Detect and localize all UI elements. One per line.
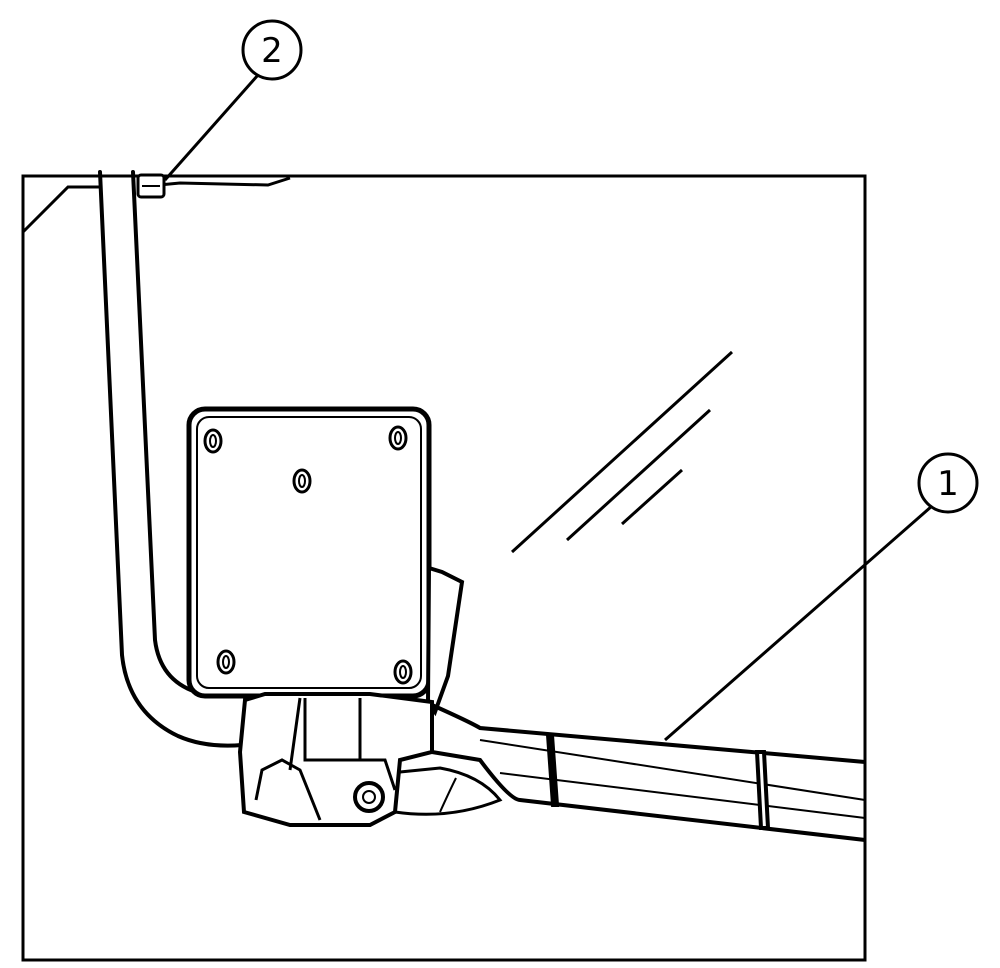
glass-reflection	[510, 350, 734, 554]
callout-2: 2	[241, 19, 303, 81]
leader-line-1	[664, 504, 933, 742]
mounting-holes	[203, 425, 413, 685]
callout-1: 1	[917, 452, 979, 514]
detail-frame	[21, 174, 867, 962]
callout-2-label: 2	[261, 31, 283, 71]
callout-1-label: 1	[937, 464, 959, 504]
leader-line-2	[163, 74, 260, 181]
bracket-flange	[394, 766, 503, 816]
mirror-housing-side	[425, 565, 465, 717]
arm-collars	[545, 733, 771, 830]
bracket-bolt	[353, 781, 385, 813]
mirror-arm	[431, 703, 866, 842]
